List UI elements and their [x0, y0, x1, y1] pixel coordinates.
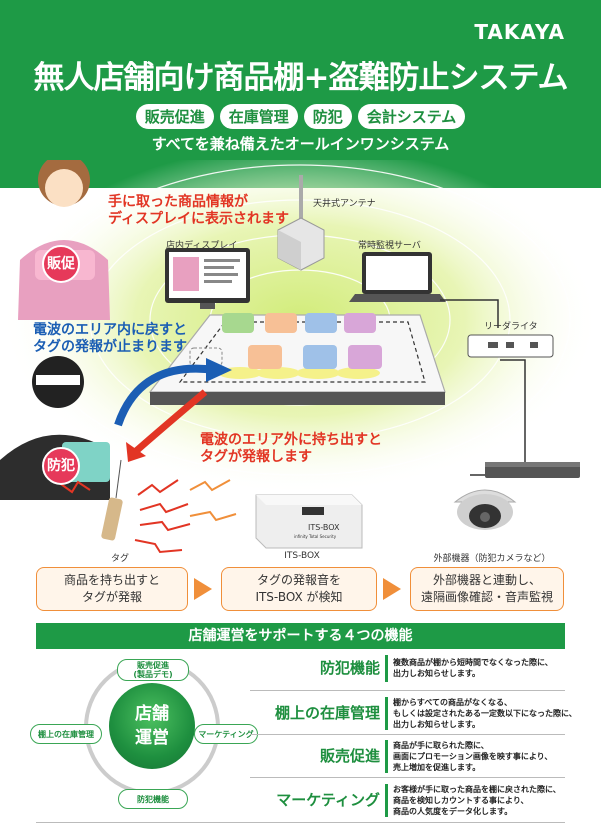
- pill-sales: 販売促進: [135, 104, 214, 129]
- antenna-label: 天井式アンテナ: [313, 199, 376, 209]
- pill-accounting: 会計システム: [357, 104, 466, 129]
- security-badge: 防犯: [42, 447, 80, 485]
- flow-arrow-1: [194, 578, 212, 600]
- pill-security: 防犯: [303, 104, 352, 129]
- feature-name-security: 防犯機能: [319, 659, 380, 677]
- camera-icon: [453, 489, 517, 530]
- its-box-label: ITS-BOX: [308, 523, 340, 532]
- feature-name-inventory: 棚上の在庫管理: [274, 704, 380, 722]
- pill-inventory: 在庫管理: [219, 104, 298, 129]
- stop-alarm-caption: 電波のエリア内に戻すと タグの発報が止まります: [33, 322, 187, 355]
- feature-name-sales: 販売促進: [319, 747, 380, 765]
- store-display-icon: [165, 248, 250, 309]
- takeout-arrow: [132, 389, 208, 455]
- feature-desc-security: 複数商品が棚から短時間でなくなった際に、出力しお知らせします。: [393, 658, 553, 678]
- header-banner: [0, 0, 601, 188]
- antenna-icon: [277, 175, 325, 271]
- circle-label-sales: 販売促進(製品デモ): [117, 659, 189, 681]
- its-box-tagline: infinity Total Security: [294, 534, 337, 539]
- sales-badge: 販促: [42, 245, 80, 283]
- alarm-caption: 電波のエリア外に持ち出すと タグが発報します: [200, 432, 382, 465]
- feature-name-marketing: マーケティング: [276, 791, 380, 809]
- center-circle: 店舗運営: [109, 683, 195, 769]
- flow-step-3: 外部機器と連動し、遠隔画像確認・音声監視: [410, 567, 564, 611]
- feature-pills: 販売促進在庫管理防犯会計システム: [0, 104, 601, 129]
- display-label: 店内ディスプレイ: [166, 241, 238, 251]
- flow-label-tag: タグ: [110, 554, 129, 564]
- circle-label-inventory: 棚上の在庫管理: [30, 724, 102, 744]
- display-info-caption: 手に取った商品情報が ディスプレイに表示されます: [108, 194, 290, 227]
- feature-desc-sales: 商品が手に取られた際に、画面にプロモーション画像を映す事により、売上増加を促進し…: [393, 741, 553, 772]
- flow-arrow-2: [383, 578, 401, 600]
- return-arrow: [114, 364, 216, 427]
- system-illustration: ITS-BOX infinity Total Security: [0, 160, 600, 554]
- reader-label: リーダライタ: [484, 322, 538, 332]
- page-title: 無人店舗向け商品棚+盗難防止システム: [33, 60, 568, 96]
- laptop-icon: [349, 252, 446, 302]
- feature-desc-marketing: お客様が手に取った商品を棚に戻された際に、商品を検知しカウントする事により、商品…: [393, 785, 561, 816]
- page-subtitle: すべてを兼ね備えたオールインワンシステム: [151, 135, 450, 153]
- circle-label-security: 防犯機能: [118, 789, 188, 809]
- section-title: 店舗運営をサポートする４つの機能: [36, 623, 565, 649]
- flow-step-1: 商品を持ち出すとタグが発報: [36, 567, 188, 611]
- reader-writer-icon: [467, 334, 554, 358]
- its-box-device: ITS-BOX infinity Total Security: [255, 494, 363, 549]
- circle-label-marketing: マーケティング: [194, 724, 258, 744]
- alarm-signal: [57, 479, 191, 554]
- flow-label-external: 外部機器（防犯カメラなど）: [433, 554, 551, 564]
- flow-label-itsbox: ITS-BOX: [284, 551, 320, 561]
- recorder-icon: [485, 462, 580, 478]
- feature-desc-inventory: 棚からすべての商品がなくなる、もしくは設定されたある一定数以下になった際に、出力…: [393, 698, 577, 729]
- tag-icon: [101, 459, 123, 541]
- server-label: 常時監視サーバ: [358, 241, 421, 251]
- brand-logo: TAKAYA: [474, 20, 565, 44]
